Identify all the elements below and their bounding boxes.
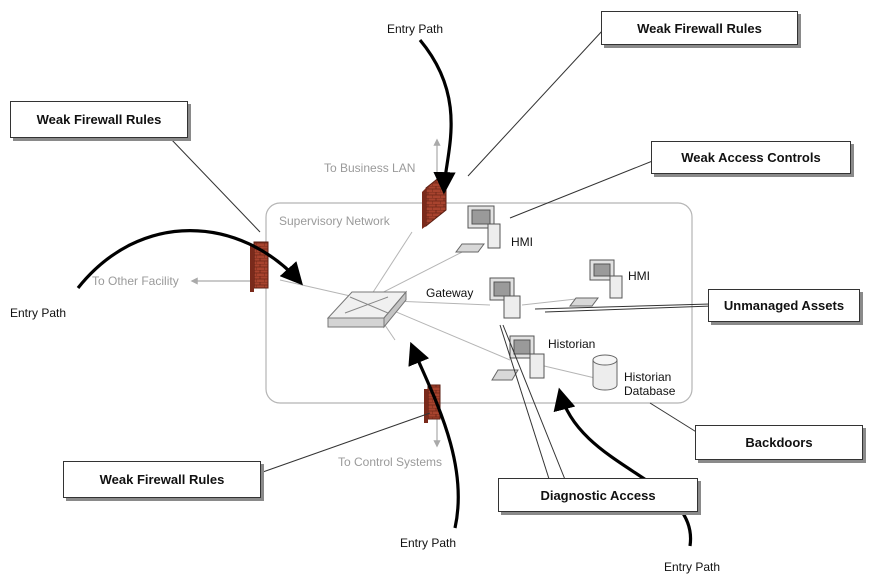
supervisory-network-label: Supervisory Network — [279, 214, 390, 228]
historian-database-label: Historian Database — [624, 370, 676, 398]
network-switch-icon — [326, 290, 408, 329]
callout-weak-firewall-rules-bottom: Weak Firewall Rules — [63, 461, 261, 498]
callout-backdoors: Backdoors — [695, 425, 863, 460]
entry-path-top-label: Entry Path — [387, 22, 444, 36]
callout-unmanaged-assets: Unmanaged Assets — [708, 289, 860, 322]
to-other-facility-label: To Other Facility — [92, 274, 179, 288]
historian-database-icon — [592, 354, 618, 391]
entry-path-bottom-label: Entry Path — [400, 536, 457, 550]
historian-label: Historian — [548, 337, 596, 351]
entry-path-bottom-right-arrow — [553, 387, 693, 547]
hmi-2-computer-icon — [569, 259, 623, 307]
to-control-systems-label: To Control Systems — [338, 455, 443, 469]
gateway-label: Gateway — [426, 286, 474, 300]
callout-weak-firewall-rules-left: Weak Firewall Rules — [10, 101, 188, 138]
hmi-1-computer-icon — [455, 205, 501, 253]
hmi-1-label: HMI — [511, 235, 533, 249]
historian-computer-icon — [491, 335, 545, 381]
entry-path-left-label: Entry Path — [10, 306, 67, 320]
entry-path-bottom-arrow — [408, 341, 460, 529]
callout-connectors — [169, 29, 713, 483]
hmi-2-label: HMI — [628, 269, 650, 283]
supervisory-network-boundary — [265, 202, 693, 404]
callout-weak-firewall-rules-top: Weak Firewall Rules — [601, 11, 798, 45]
entry-path-bottom-right-label: Entry Path — [664, 560, 721, 574]
callout-weak-access-controls: Weak Access Controls — [651, 141, 851, 174]
callout-diagnostic-access: Diagnostic Access — [498, 478, 698, 512]
entry-path-top-arrow — [418, 38, 456, 195]
entry-path-left-arrow — [76, 229, 303, 289]
firewall-top-icon — [422, 170, 447, 229]
entry-path-arrows — [76, 38, 693, 547]
gateway-computer-icon — [489, 277, 521, 319]
to-business-lan-label: To Business LAN — [324, 161, 416, 175]
